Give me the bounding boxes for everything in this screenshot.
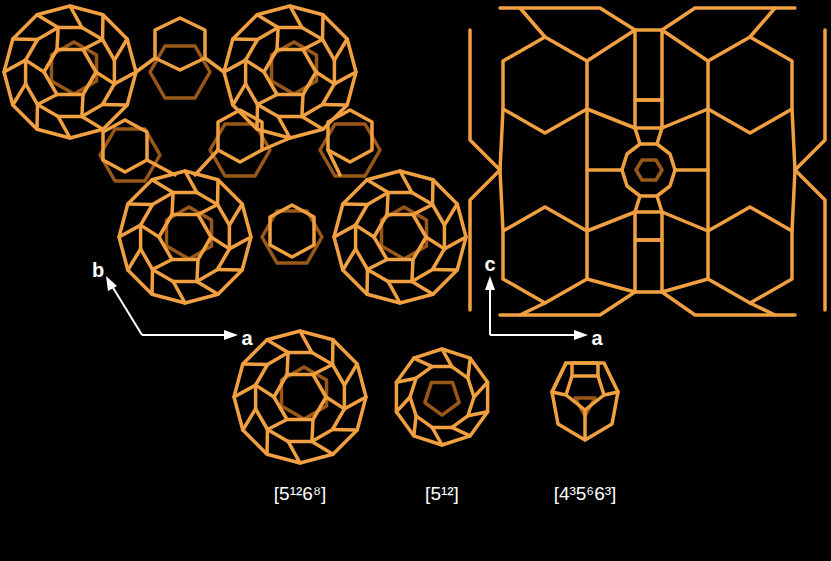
axis-arrows bbox=[106, 276, 588, 340]
axis-label: a bbox=[241, 328, 252, 348]
axis-label: c bbox=[484, 254, 495, 274]
cage-label: [4³5⁶6³] bbox=[554, 484, 617, 503]
axis-label: a bbox=[591, 328, 602, 348]
cage-label: [5¹²6⁸] bbox=[274, 484, 326, 503]
cage-label: [5¹²] bbox=[425, 484, 459, 503]
axis-label: b bbox=[92, 260, 104, 280]
